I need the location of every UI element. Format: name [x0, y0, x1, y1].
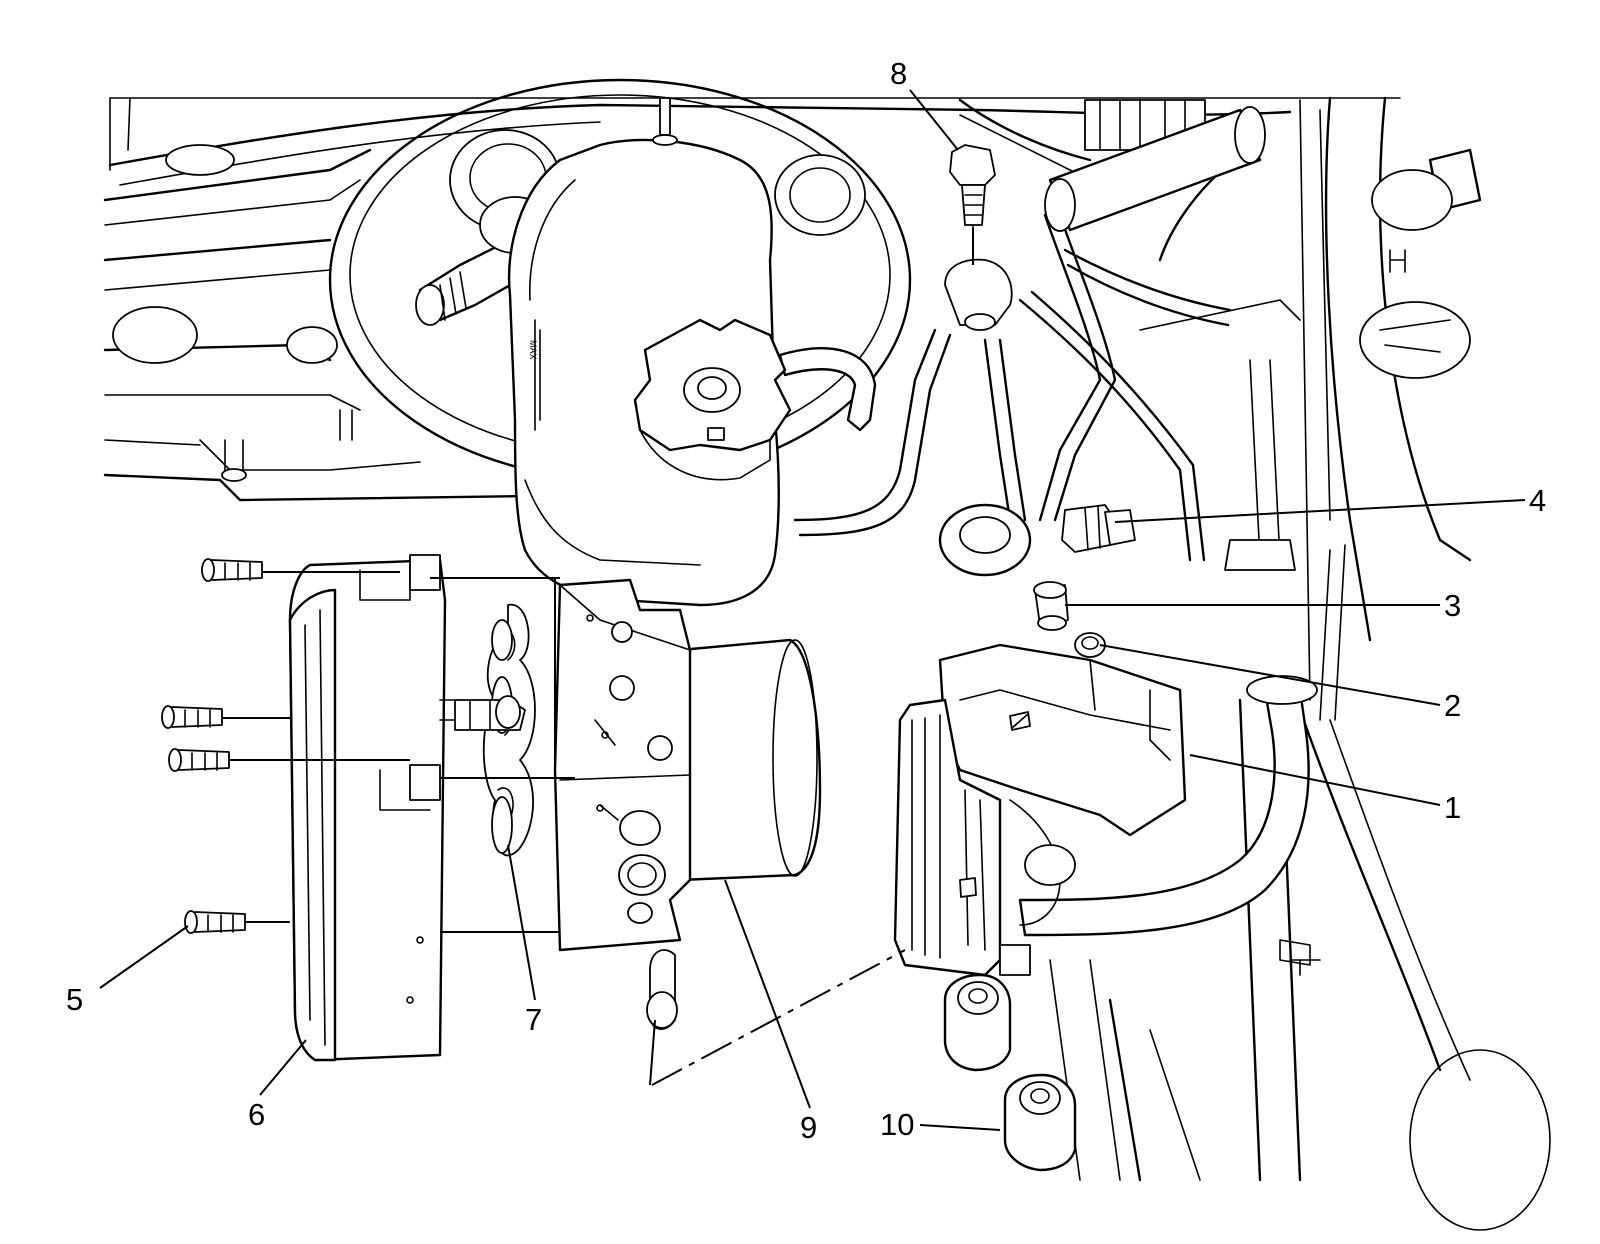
insulators: [938, 144, 1136, 1172]
mount-bolt-8: [949, 144, 996, 261]
callout-2: 2: [1444, 688, 1461, 723]
callout-4: 4: [1529, 483, 1546, 518]
brake-fluid-reservoir: MAX: [507, 97, 792, 607]
fitting-4: [1061, 504, 1136, 553]
reservoir-cap-mark: MAX: [528, 340, 538, 360]
mount-grommet-upper: [944, 258, 1013, 331]
callout-10: 10: [880, 1107, 914, 1142]
bolt-4: [184, 910, 246, 934]
grommet-3: [1033, 581, 1069, 631]
electronic-brake-control-module: [288, 554, 526, 1062]
grommet-lower-1: [943, 973, 1012, 1072]
callout-1: 1: [1444, 790, 1461, 825]
callout-9: 9: [800, 1110, 817, 1145]
alignment-lines: [222, 228, 974, 1086]
abs-module-bracket: [893, 643, 1187, 977]
callout-7: 7: [525, 1002, 542, 1037]
callout-leaders: [99, 89, 1526, 1131]
callout-5: 5: [66, 982, 83, 1017]
callout-3: 3: [1444, 588, 1461, 623]
bolt-3: [168, 748, 230, 772]
callout-8: 8: [890, 56, 907, 91]
callout-labels: 1 2 3 4 5 6 7 8 9 10: [66, 56, 1546, 1145]
bolt-1: [201, 558, 263, 582]
brake-pressure-modulator-valve: [553, 578, 822, 1030]
bolt-2: [161, 705, 223, 729]
grommet-10: [1003, 1073, 1077, 1172]
ebcm-bolts: [161, 558, 263, 934]
brake-pipes: [778, 106, 1346, 937]
callout-6: 6: [248, 1097, 265, 1132]
background-structure: [103, 78, 1551, 1231]
